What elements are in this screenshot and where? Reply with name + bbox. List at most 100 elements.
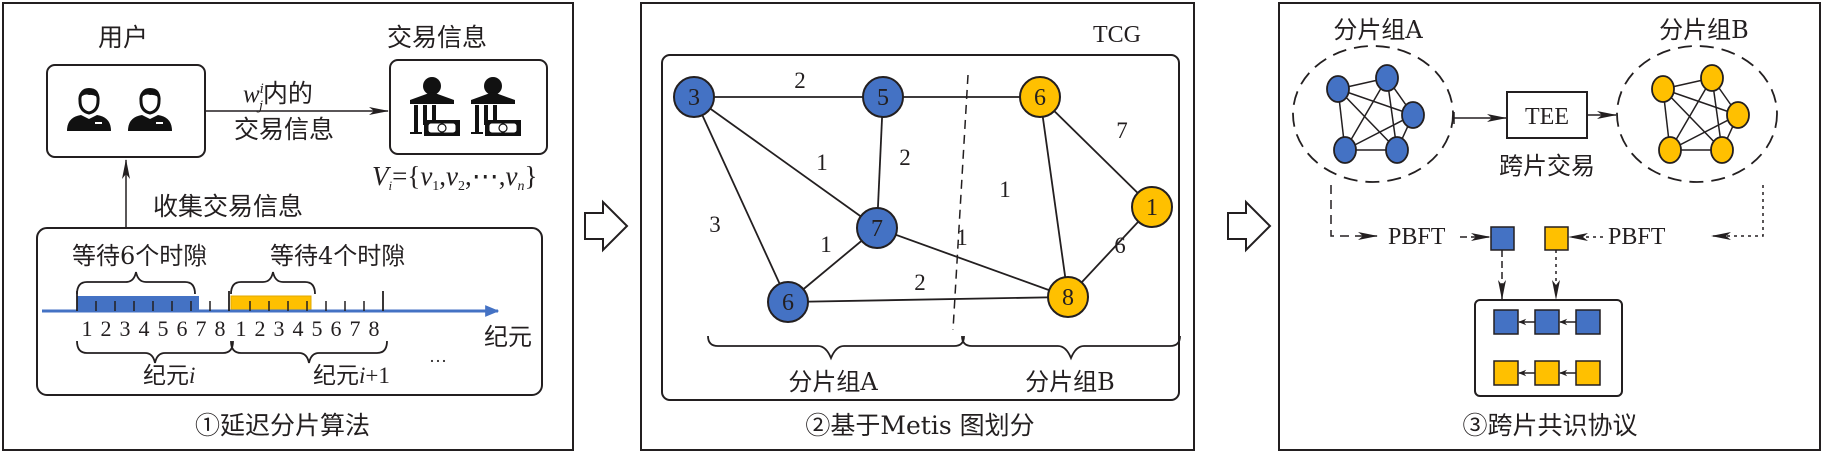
tx-info-title: 交易信息	[387, 23, 487, 52]
blockchains	[1493, 309, 1601, 386]
slot-label: 2	[255, 316, 266, 341]
validator-node	[1651, 75, 1675, 103]
validator-node	[1726, 101, 1750, 129]
epoch-i-plus-1-label: 纪元i+1	[313, 363, 390, 389]
bank-bitcoin-icon	[470, 76, 522, 137]
epoch-axis-label: 纪元	[484, 323, 532, 351]
edge-weight-label: 1	[816, 150, 828, 175]
slot-label: 8	[369, 316, 380, 341]
slot-label: 3	[120, 316, 131, 341]
slot-label: 5	[312, 316, 323, 341]
cluster-edge	[1662, 88, 1723, 151]
graph-node	[1047, 276, 1089, 318]
tx-info-box	[389, 59, 548, 155]
edge-weight-label: 3	[709, 212, 721, 237]
shard-a-pbft-path	[1330, 185, 1378, 240]
wait-6-brace	[76, 271, 196, 295]
edge-weight-label: 2	[914, 270, 926, 295]
shard-group-a-title: 分片组A	[1333, 16, 1423, 44]
graph-node	[862, 76, 904, 118]
graph-node	[1019, 76, 1061, 118]
group-a-label: 分片组A	[788, 368, 878, 396]
chain-block	[1534, 309, 1560, 335]
wait-6-slots-label: 等待6个时隙	[72, 242, 207, 270]
node-label: 5	[877, 85, 889, 111]
wait-4-slots-bar	[230, 295, 312, 312]
tcg-label: TCG	[1093, 22, 1141, 48]
wait-4-slots-label: 等待4个时隙	[270, 242, 405, 270]
shard-b-boundary	[1616, 45, 1778, 183]
graph-edge	[693, 96, 878, 229]
edge-weight-label: 6	[1114, 233, 1126, 258]
epoch-i-plus-1-brace	[230, 340, 388, 364]
epoch-i-brace	[76, 340, 234, 364]
partition-cut-line	[952, 74, 969, 331]
node-label: 8	[1062, 285, 1074, 311]
graph-node	[673, 76, 715, 118]
cluster-edge	[1344, 114, 1414, 151]
transaction-set-formula: Vi={v1,v2,⋯,vn}	[372, 161, 537, 194]
user-icon	[65, 86, 113, 133]
node-label: 6	[1034, 85, 1046, 111]
slot-label: 1	[236, 316, 247, 341]
shard-a-boundary	[1292, 45, 1454, 183]
node-label: 6	[782, 290, 794, 316]
shard-group-b-title: 分片组B	[1659, 16, 1749, 44]
shard-a-nodes	[1326, 64, 1425, 164]
graph-edge	[787, 296, 1069, 303]
node-label: 7	[871, 216, 883, 242]
validator-node	[1326, 75, 1350, 103]
graph-edge	[876, 227, 1069, 298]
next-step-arrow-icon	[1227, 199, 1272, 253]
collect-label: 收集交易信息	[153, 192, 303, 221]
slot-label: 6	[177, 316, 188, 341]
chain-block	[1575, 309, 1601, 335]
pbft-left-label: PBFT	[1388, 224, 1446, 250]
shard-b-new-block	[1544, 226, 1569, 251]
group-b-brace	[961, 335, 1181, 361]
shard-b-pbft-path	[1711, 185, 1764, 240]
group-a-brace	[707, 335, 965, 361]
bank-coin-icon	[409, 76, 461, 137]
tcg-box	[661, 54, 1180, 401]
validator-node	[1710, 136, 1734, 164]
chain-block	[1575, 360, 1601, 386]
shard-b-nodes	[1651, 64, 1750, 164]
cluster-edge	[1669, 114, 1739, 151]
ellipsis: ···	[429, 351, 447, 371]
edge-weight-label: 2	[899, 145, 911, 170]
slot-label: 7	[350, 316, 361, 341]
node-label: 1	[1146, 195, 1158, 221]
next-step-arrow-icon	[584, 199, 629, 253]
panel2-caption: ②基于Metis 图划分	[805, 411, 1034, 440]
slot-label: 3	[274, 316, 285, 341]
slot-label: 7	[196, 316, 207, 341]
slot-label: 8	[215, 316, 226, 341]
cluster-edge	[1337, 88, 1398, 151]
validator-node	[1385, 136, 1409, 164]
validator-node	[1658, 136, 1682, 164]
panel-cross-shard-consensus: 分片组A 分片组B TEE 跨片交易 PBFT PBFT ③跨片共识协议	[1278, 2, 1821, 451]
chain-block	[1493, 360, 1519, 386]
validator-node	[1333, 136, 1357, 164]
timeline-box	[36, 227, 543, 396]
slot-label: 4	[139, 316, 150, 341]
graph-edge	[1039, 96, 1069, 298]
chain-block	[1493, 309, 1519, 335]
node-label: 3	[688, 85, 700, 111]
graph-edge	[693, 96, 789, 303]
users-title: 用户	[98, 23, 148, 52]
panel1-border	[2, 2, 574, 451]
slot-label: 6	[331, 316, 342, 341]
wait-6-slots-bar	[77, 296, 199, 311]
pbft-right-label: PBFT	[1608, 224, 1666, 250]
chain-block	[1534, 360, 1560, 386]
graph-edge	[876, 96, 884, 229]
edge-weight-label: 7	[1116, 118, 1128, 143]
graph-node	[767, 281, 809, 323]
panel3-border	[1278, 2, 1821, 451]
